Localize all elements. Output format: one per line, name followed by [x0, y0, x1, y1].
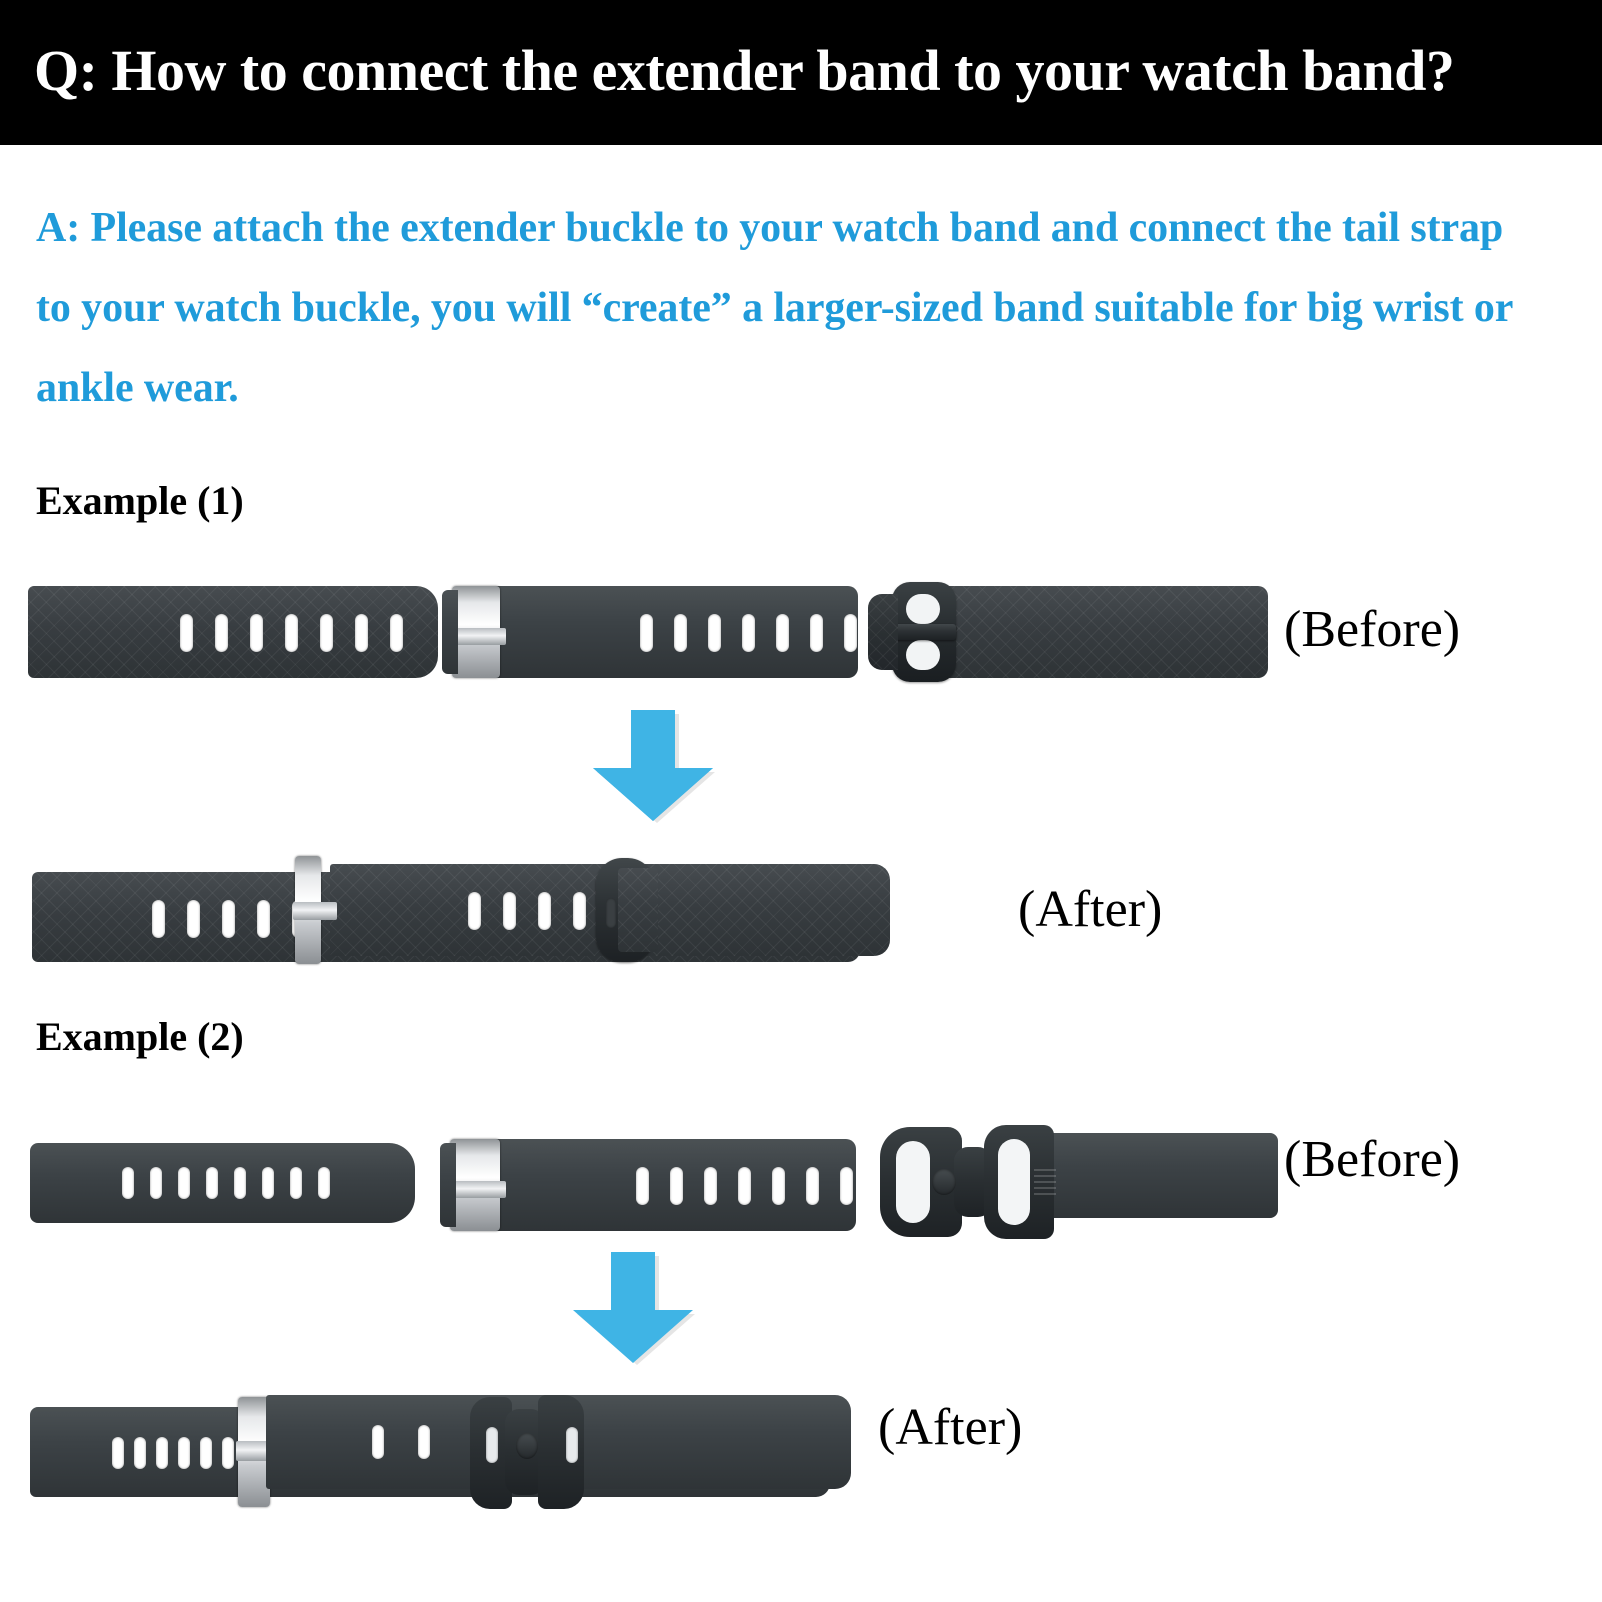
caption-after-example-1: (After): [1018, 881, 1163, 938]
watch-band-strap-buckle: [438, 578, 858, 686]
page-title: Q: How to connect the extender band to y…: [34, 38, 1455, 103]
example-2-after-row: [0, 1365, 880, 1530]
extender-stud: [932, 1169, 956, 1195]
watch-band-strap-holes: [28, 586, 438, 678]
example-2-label: Example (2): [36, 1014, 244, 1059]
watch-band-strap-holes: [30, 1143, 415, 1223]
extender-band-figure8: [858, 1125, 1278, 1240]
caption-after-example-2: (After): [878, 1399, 1023, 1456]
example-2-before-row: [0, 1095, 1280, 1240]
example-1-label: Example (1): [36, 478, 244, 523]
watch-band-strap-buckle: [436, 1133, 856, 1237]
down-arrow-icon-1: [588, 708, 718, 823]
caption-before-example-1: (Before): [1284, 601, 1461, 658]
down-arrow-icon-2: [568, 1250, 698, 1365]
extender-band-buckle: [868, 580, 1268, 684]
caption-before-example-2: (Before): [1284, 1131, 1461, 1188]
header-bar: [0, 0, 1602, 145]
example-1-before-row: [0, 560, 1270, 695]
answer-paragraph: A: Please attach the extender buckle to …: [36, 205, 1513, 411]
extender-slot-left: [896, 1141, 930, 1223]
example-1-after-row: [0, 830, 990, 970]
extender-slot-right: [998, 1139, 1030, 1225]
